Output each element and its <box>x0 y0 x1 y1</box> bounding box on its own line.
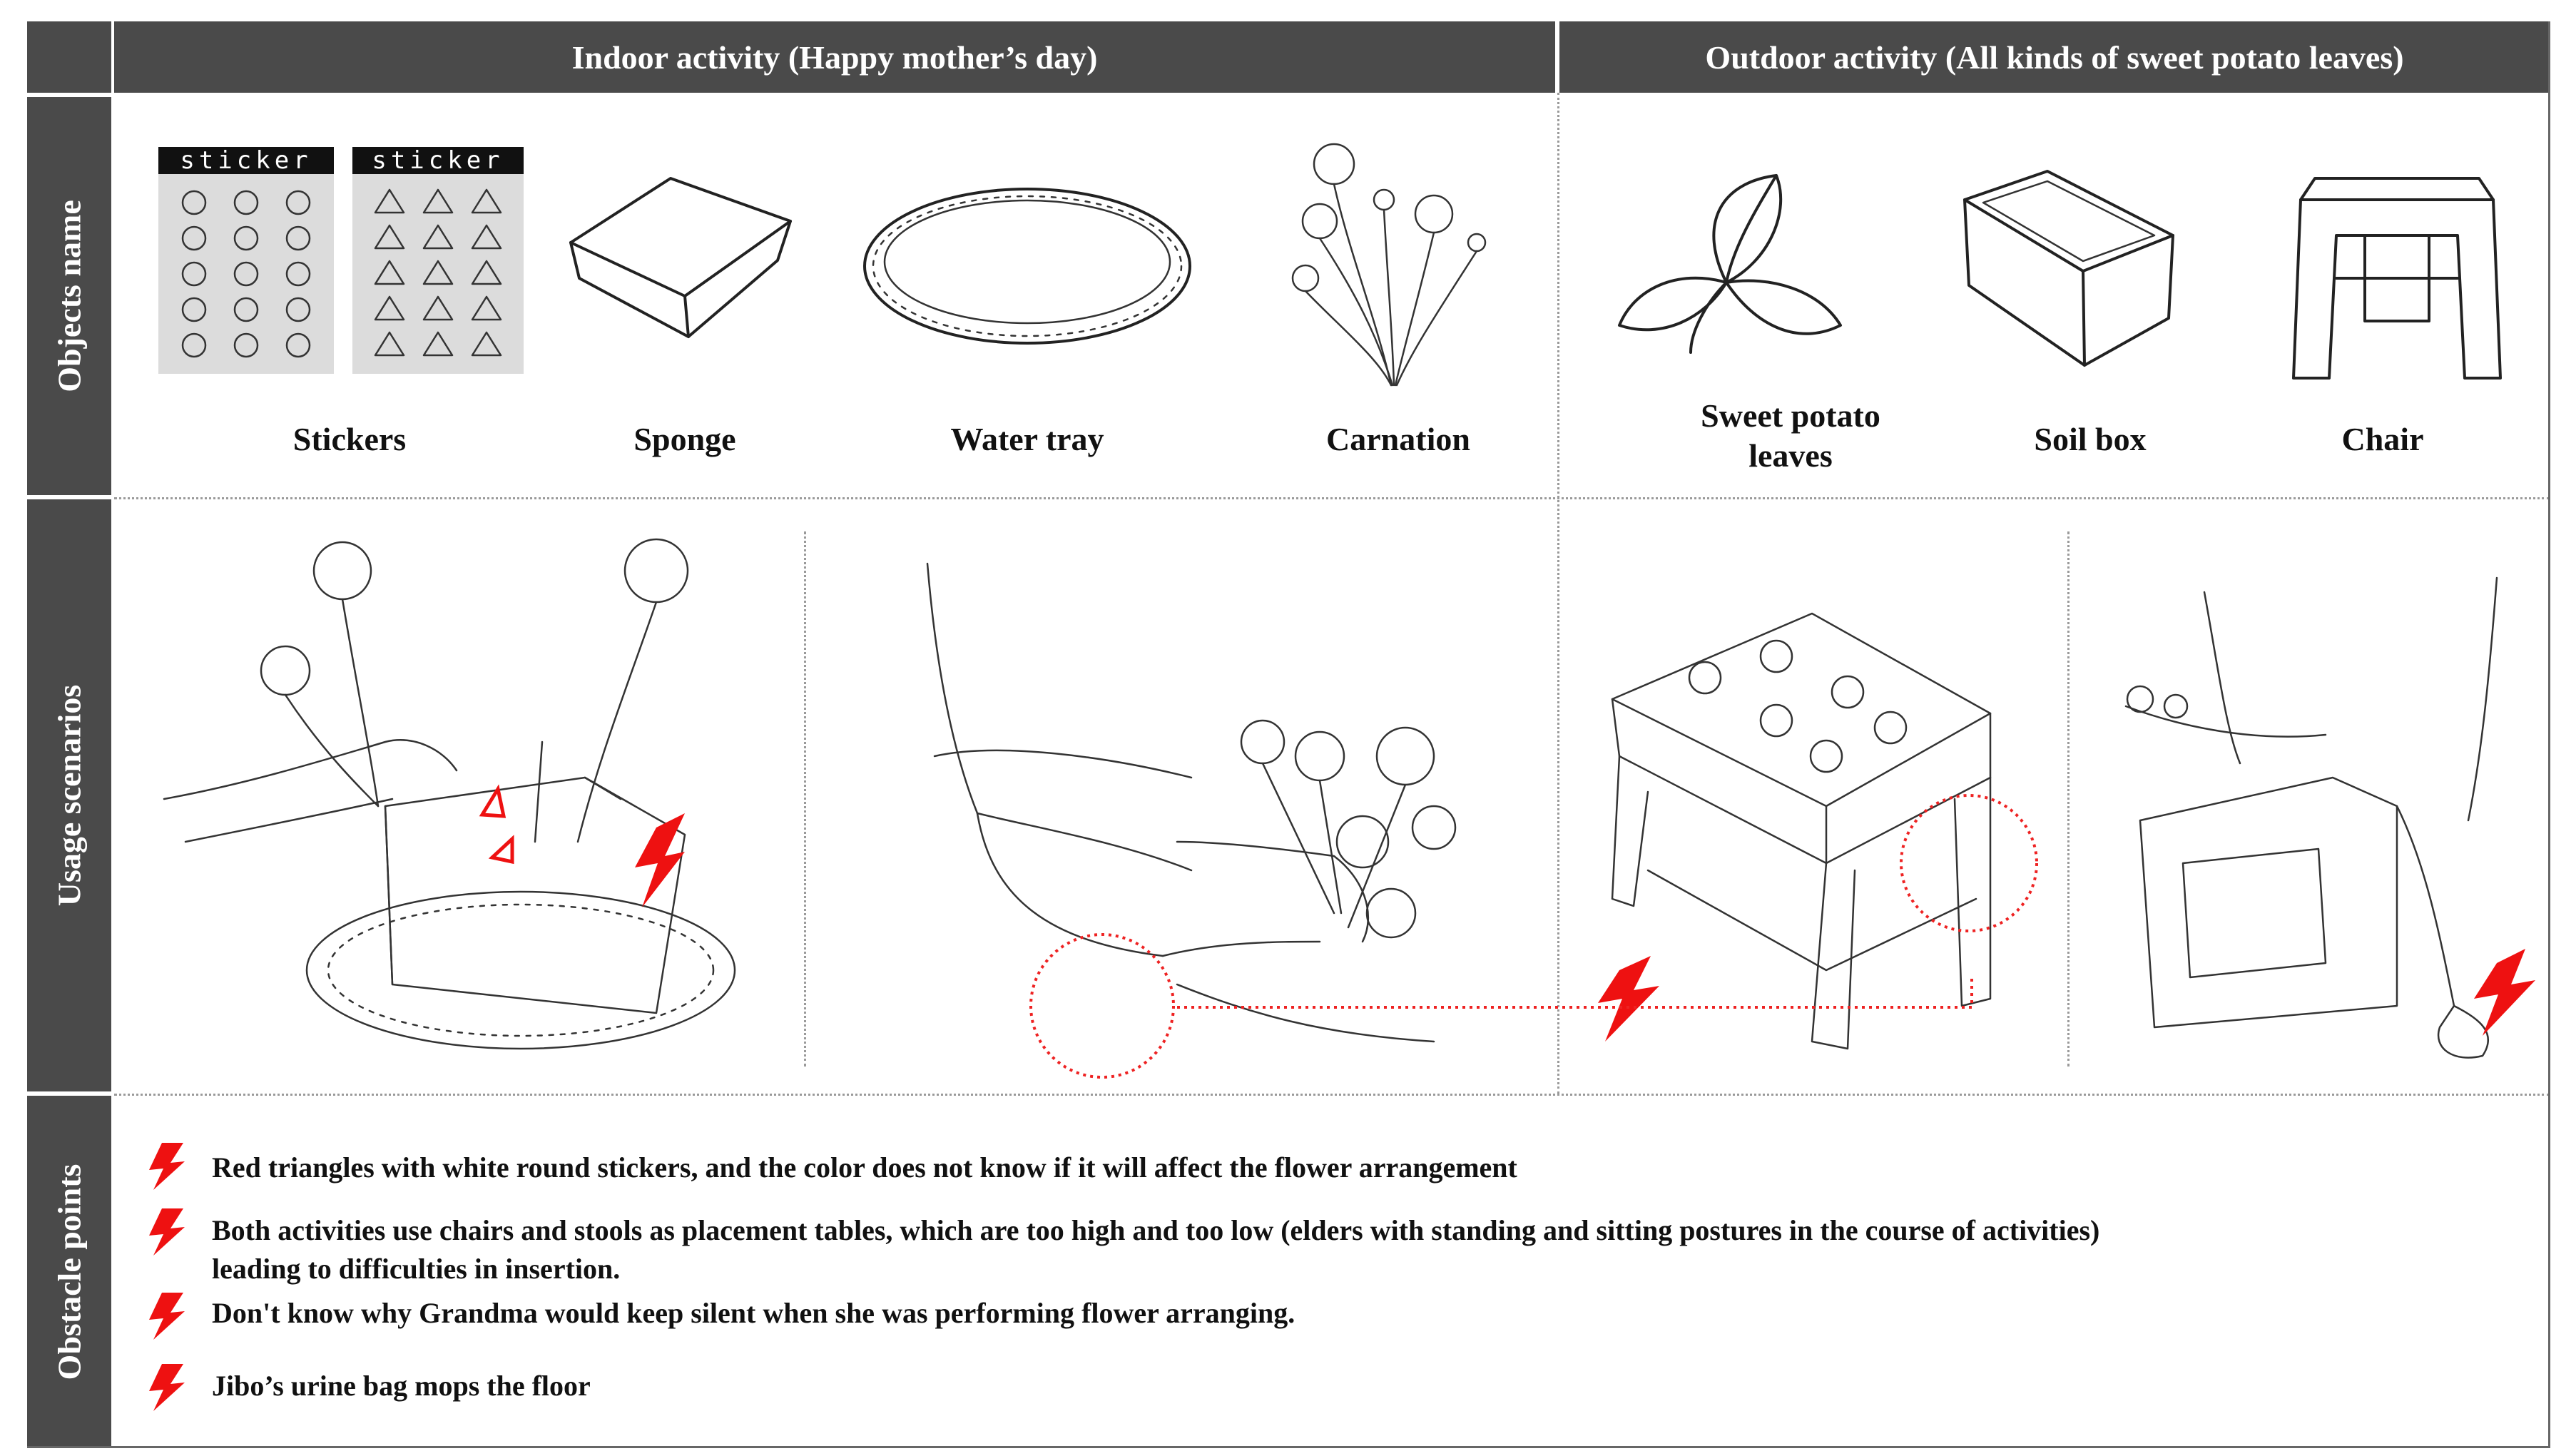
sticker-sheet-circles: sticker <box>158 147 334 374</box>
triangle-stickers-icon <box>374 188 502 357</box>
row-label-obstacles: Obstacle points <box>27 1096 111 1448</box>
label-soil-box: Soil box <box>2034 421 2147 457</box>
label-sweet-potato-leaves: Sweet potato leaves <box>1669 396 1912 476</box>
obstacle-text: Don't know why Grandma would keep silent… <box>212 1297 1295 1329</box>
label-sweet-potato-line2: leaves <box>1748 437 1833 474</box>
obstacle-item: Don't know why Grandma would keep silent… <box>146 1291 2529 1341</box>
lightning-bolt-icon <box>1598 956 1659 1042</box>
bottom-border <box>27 1446 2550 1448</box>
outdoor-activity-header: Outdoor activity (All kinds of sweet pot… <box>1559 21 2550 93</box>
obstacle-text: Both activities use chairs and stools as… <box>212 1214 2100 1246</box>
carnation-icon <box>1291 143 1487 387</box>
obstacle-item: Red triangles with white round stickers,… <box>146 1141 2529 1191</box>
sticker-tag: sticker <box>352 147 524 174</box>
lightning-bolt-icon <box>149 1208 185 1256</box>
obstacle-item: Jibo’s urine bag mops the floor <box>146 1363 2529 1412</box>
divider-usage-obstacles <box>114 1094 2550 1096</box>
obstacle-text-continued: leading to difficulties in insertion. <box>212 1253 621 1285</box>
problem-circle <box>1029 933 1175 1079</box>
lightning-bolt-icon <box>2474 949 2535 1036</box>
label-stickers: Stickers <box>292 421 407 457</box>
obstacle-text: Red triangles with white round stickers,… <box>212 1151 1517 1183</box>
divider-outdoor-scenes <box>2067 531 2070 1066</box>
lightning-bolt-icon <box>149 1143 185 1190</box>
label-chair: Chair <box>2341 421 2424 457</box>
problem-circle <box>1900 794 2038 932</box>
obstacle-item: Both activities use chairs and stools as… <box>146 1207 2529 1288</box>
label-water-tray: Water tray <box>950 421 1104 457</box>
divider-objects-usage <box>114 497 2550 499</box>
scene-grandma-flowers <box>926 562 1457 1079</box>
scene-soil-box-on-chair <box>1598 612 2038 1050</box>
divider-indoor-outdoor <box>1557 93 1559 1094</box>
obstacle-text: Jibo’s urine bag mops the floor <box>212 1370 591 1402</box>
lightning-bolt-icon <box>149 1293 185 1340</box>
problem-connector-line <box>1177 977 1973 1009</box>
lightning-bolt-icon <box>635 813 685 907</box>
header-corner <box>27 21 111 93</box>
row-label-usage: Usage scenarios <box>27 499 111 1091</box>
label-carnation: Carnation <box>1326 421 1470 457</box>
water-tray-icon <box>863 188 1191 345</box>
divider-indoor-scenes <box>804 531 806 1066</box>
row-label-usage-text: Usage scenarios <box>51 684 88 907</box>
soil-box-icon <box>1963 170 2174 367</box>
round-stickers-icon <box>181 190 311 358</box>
sponge-icon <box>569 177 792 338</box>
row-label-obstacles-text: Obstacle points <box>51 1164 88 1380</box>
sticker-tag: sticker <box>158 147 334 174</box>
chair-icon <box>2292 177 2502 380</box>
obstacle-list: Red triangles with white round stickers,… <box>146 1141 2529 1412</box>
lightning-bolt-icon <box>149 1364 185 1411</box>
label-sweet-potato-line1: Sweet potato <box>1701 397 1880 434</box>
right-border <box>2548 21 2550 1448</box>
scene-sponge-arrangement <box>163 538 736 1050</box>
sticker-sheet-triangles: sticker <box>352 147 524 374</box>
scene-stool-urine-bag <box>2124 576 2535 1059</box>
obstacle-text-block: Both activities use chairs and stools as… <box>212 1207 2099 1288</box>
sweet-potato-leaves-icon <box>1618 174 1842 354</box>
row-label-objects-text: Objects name <box>51 200 88 392</box>
label-sponge: Sponge <box>633 421 736 457</box>
row-label-objects: Objects name <box>27 97 111 495</box>
indoor-activity-header: Indoor activity (Happy mother’s day) <box>114 21 1555 93</box>
